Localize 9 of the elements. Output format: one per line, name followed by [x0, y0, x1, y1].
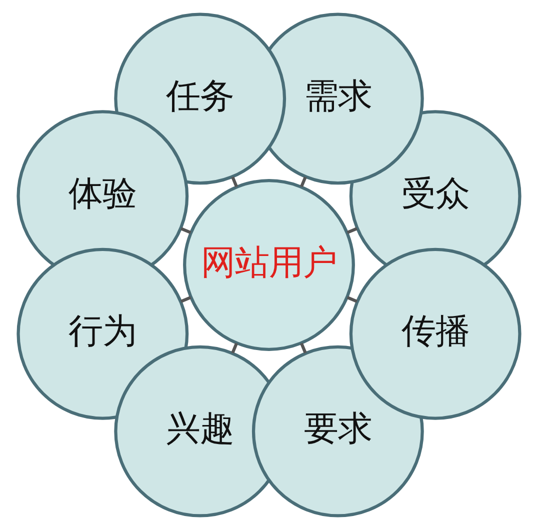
- connector: [180, 296, 191, 303]
- connector: [346, 296, 358, 303]
- connector: [299, 176, 306, 188]
- connector: [230, 176, 238, 188]
- connector: [346, 227, 358, 234]
- connector: [299, 342, 306, 354]
- connector: [230, 342, 238, 354]
- connector: [180, 227, 191, 234]
- node-circle: 网站用户: [182, 179, 354, 351]
